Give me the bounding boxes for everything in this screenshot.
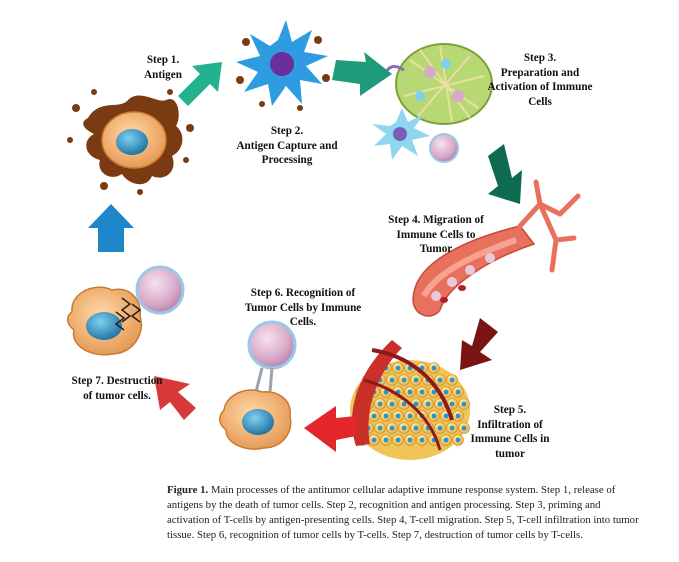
tumor-cell-cluster-nucleus bbox=[449, 401, 455, 407]
tumor-cell-cluster-nucleus bbox=[401, 377, 407, 383]
tumor-cell-cluster-nucleus bbox=[437, 401, 443, 407]
tumor-cell-cluster-nucleus bbox=[395, 365, 401, 371]
tumor-cell-cluster-nucleus bbox=[377, 425, 383, 431]
tumor-cell-cluster-nucleus bbox=[413, 401, 419, 407]
tumor-cell-cluster-nucleus bbox=[431, 389, 437, 395]
tumor-cell-cluster-nucleus bbox=[407, 389, 413, 395]
tumor-cell-cluster-nucleus bbox=[425, 401, 431, 407]
tumor-cell-cluster-nucleus bbox=[401, 401, 407, 407]
tumor-cell-cluster-nucleus bbox=[407, 437, 413, 443]
step7-destruction-illustration bbox=[67, 265, 185, 356]
step5-tumor-infiltration-illustration bbox=[350, 340, 470, 460]
tumor-nucleus bbox=[116, 129, 148, 155]
step5-label: Step 5. Infiltration of Immune Cells in … bbox=[470, 404, 550, 460]
tumor-cell-cluster-nucleus bbox=[383, 413, 389, 419]
step1-label: Step 1. Antigen bbox=[144, 54, 182, 81]
tumor-cell-cluster-nucleus bbox=[377, 401, 383, 407]
tumor-cell-cluster-nucleus bbox=[455, 389, 461, 395]
step6-label: Step 6. Recognition of Tumor Cells by Im… bbox=[244, 287, 362, 328]
tumor-cell-cluster-nucleus bbox=[443, 437, 449, 443]
step3-lymph-node-illustration bbox=[372, 43, 493, 163]
tumor-cell-cluster-nucleus bbox=[389, 425, 395, 431]
tumor-cell-cluster-nucleus bbox=[413, 377, 419, 383]
step4-blood-vessel-illustration bbox=[412, 179, 581, 317]
arrow-step4-to-step5 bbox=[460, 318, 498, 370]
arrows bbox=[88, 52, 522, 452]
tumor-cell-cluster-nucleus bbox=[395, 413, 401, 419]
tumor-cell-cluster-nucleus bbox=[413, 425, 419, 431]
step2-dendritic-cell-illustration bbox=[236, 20, 330, 111]
tumor-cell-cluster-nucleus bbox=[443, 413, 449, 419]
step7-label: Step 7. Destruction of tumor cells. bbox=[71, 375, 163, 402]
t-cell bbox=[429, 133, 459, 163]
tumor-cell-cluster-nucleus bbox=[455, 413, 461, 419]
arrow-step1-to-step2 bbox=[178, 62, 222, 106]
tumor-cell-cluster-nucleus bbox=[437, 377, 443, 383]
arrow-step6-to-step7 bbox=[154, 376, 196, 420]
step1-antigen-release-illustration bbox=[67, 89, 194, 195]
t-cell bbox=[135, 265, 185, 315]
caption-label: Figure 1. bbox=[167, 484, 209, 496]
tumor-cell-cluster-nucleus bbox=[383, 437, 389, 443]
step4-label: Step 4. Migration of Immune Cells to Tum… bbox=[388, 214, 484, 255]
tumor-cell-cluster-nucleus bbox=[437, 425, 443, 431]
tumor-cell-cluster-nucleus bbox=[383, 389, 389, 395]
arrow-step2-to-step3 bbox=[332, 52, 392, 96]
figure-caption: Figure 1. Main processes of the antitumo… bbox=[167, 483, 645, 543]
step2-label: Step 2. Antigen Capture and Processing bbox=[236, 125, 338, 166]
tumor-cell-cluster-nucleus bbox=[395, 437, 401, 443]
tumor-cell-cluster-nucleus bbox=[407, 413, 413, 419]
step3-label: Step 3. Preparation and Activation of Im… bbox=[487, 52, 593, 108]
caption-text: Main processes of the antitumor cellular… bbox=[167, 484, 639, 541]
tumor-cell-cluster-nucleus bbox=[371, 437, 377, 443]
tumor-cell-cluster-nucleus bbox=[461, 401, 467, 407]
tumor-cell-cluster-nucleus bbox=[431, 413, 437, 419]
tumor-cell-cluster-nucleus bbox=[461, 425, 467, 431]
tumor-cell-cluster-nucleus bbox=[401, 425, 407, 431]
arrow-step3-to-step4 bbox=[488, 144, 522, 204]
tumor-cell-cluster-nucleus bbox=[371, 413, 377, 419]
tumor-cell-cluster-nucleus bbox=[443, 389, 449, 395]
tumor-cell-cluster-nucleus bbox=[455, 437, 461, 443]
tumor-cell-cluster-nucleus bbox=[389, 401, 395, 407]
tumor-cell-cluster-nucleus bbox=[419, 389, 425, 395]
step6-recognition-illustration bbox=[219, 320, 297, 450]
tumor-cell-cluster-nucleus bbox=[449, 377, 455, 383]
arrow-step5-to-step6 bbox=[304, 406, 356, 452]
tumor-cell-cluster-nucleus bbox=[449, 425, 455, 431]
tumor-cell-cluster-nucleus bbox=[419, 437, 425, 443]
tumor-cell-cluster-nucleus bbox=[389, 377, 395, 383]
arrow-step7-to-step1 bbox=[88, 204, 134, 252]
tumor-cell-cluster-nucleus bbox=[431, 365, 437, 371]
